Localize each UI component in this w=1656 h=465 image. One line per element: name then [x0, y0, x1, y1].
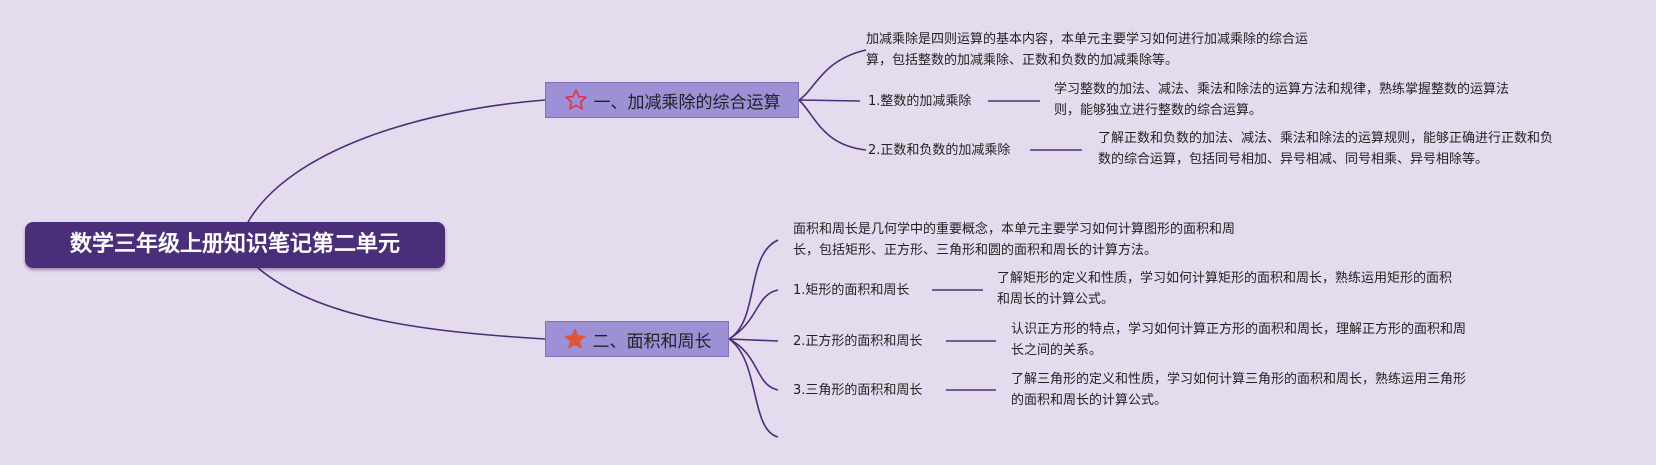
topic-label-2-1[interactable]: 1.矩形的面积和周长 — [793, 283, 910, 298]
topic-detail-2-3: 了解三角形的定义和性质，学习如何计算三角形的面积和周长，熟练运用三角形 的面积和… — [1011, 372, 1467, 408]
topic-label-1-1[interactable]: 1.整数的加减乘除 — [868, 94, 972, 109]
root-node[interactable]: 数学三年级上册知识笔记第二单元 — [25, 222, 445, 268]
branch-1-title: 一、加减乘除的综合运算 — [593, 92, 781, 113]
topic-detail-1-2: 了解正数和负数的加法、减法、乘法和除法的运算规则，能够正确进行正数和负 数的综合… — [1098, 131, 1554, 167]
branch-1-to-intro-line — [798, 49, 867, 101]
branch-2-to-intro-line — [728, 239, 779, 340]
branch-2-to-topic-1-line — [728, 289, 779, 340]
branch-2-intro: 面积和周长是几何学中的重要概念，本单元主要学习如何计算图形的面积和周 长，包括矩… — [793, 222, 1236, 258]
star-outline-icon — [564, 89, 587, 110]
topic-label-2-2[interactable]: 2.正方形的面积和周长 — [793, 334, 923, 349]
branch-2-to-topic-3-line — [728, 338, 779, 391]
topic-detail-2-1: 了解矩形的定义和性质，学习如何计算矩形的面积和周长，熟练运用矩形的面积 和周长的… — [997, 271, 1453, 307]
topic-detail-1-1: 学习整数的加法、减法、乘法和除法的运算方法和规律，熟练掌握整数的运算法 则，能够… — [1054, 82, 1510, 118]
branch-node-1[interactable]: 一、加减乘除的综合运算 — [545, 82, 799, 118]
branch-1-to-topic-2-line — [798, 99, 867, 151]
topic-label-1-2[interactable]: 2.正数和负数的加减乘除 — [868, 143, 1011, 158]
topic-detail-2-2: 认识正方形的特点，学习如何计算正方形的面积和周长，理解正方形的面积和周 长之间的… — [1011, 322, 1467, 358]
root-to-branch-2-line — [257, 267, 546, 340]
branch-1-intro: 加减乘除是四则运算的基本内容，本单元主要学习如何进行加减乘除的综合运 算，包括整… — [866, 32, 1309, 68]
branch-2-to-topic-2-line — [728, 338, 779, 342]
topic-label-2-3[interactable]: 3.三角形的面积和周长 — [793, 383, 923, 398]
branch-2-title: 二、面积和周长 — [592, 331, 712, 352]
branch-node-2[interactable]: 二、面积和周长 — [545, 321, 729, 357]
star-filled-icon — [564, 328, 585, 349]
root-to-branch-1-line — [247, 99, 546, 223]
branch-1-to-topic-1-line — [798, 99, 861, 102]
branch-2-to-end-line — [728, 338, 779, 438]
